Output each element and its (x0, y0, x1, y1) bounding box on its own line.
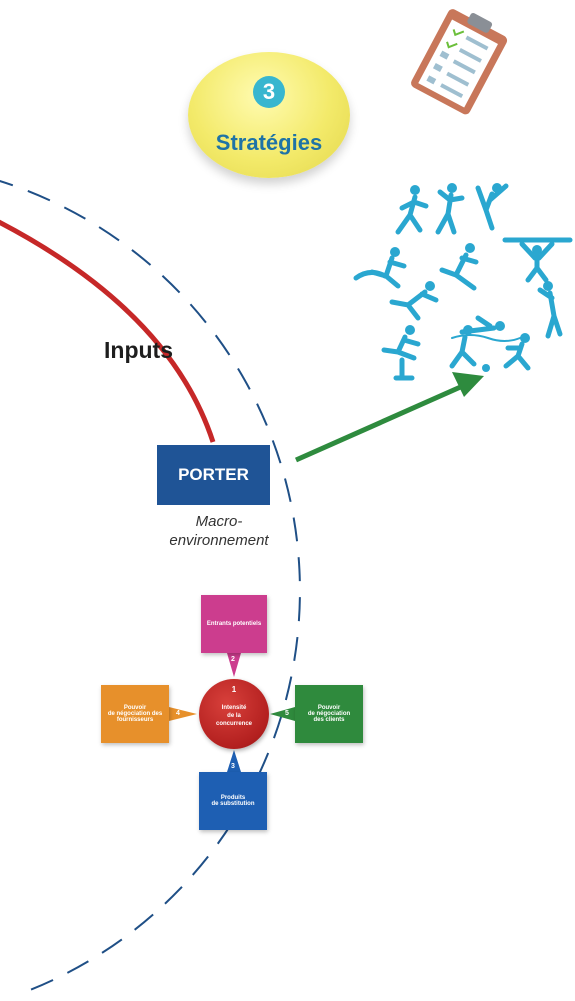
porter-caption-line1: Macro- (195, 513, 243, 530)
force-left-line2: de négociation des (107, 711, 163, 717)
force-center-line1: Intensité (221, 705, 247, 711)
force-intensite-concurrence: 1 Intensité de la concurrence (199, 679, 269, 749)
porter-caption-line2: environnement (169, 532, 269, 549)
force-bottom-line2: de substitution (211, 801, 255, 807)
athletes-illustration (353, 183, 573, 381)
force-bottom-pointer (227, 750, 241, 772)
force-right-line1: Pouvoir (317, 705, 341, 711)
force-left-number: 4 (176, 710, 180, 717)
force-center-number: 1 (231, 685, 237, 694)
green-arrow-head (452, 372, 484, 397)
strategies-badge: 3 Stratégies (188, 52, 350, 178)
force-right-line3: des clients (313, 717, 345, 723)
force-right-pointer (270, 707, 295, 721)
force-left-pointer (169, 707, 197, 721)
strategies-number: 3 (253, 76, 285, 108)
force-top-number: 2 (231, 656, 235, 663)
force-center-line3: concurrence (215, 721, 252, 727)
force-center-line2: de la (227, 713, 241, 719)
force-pouvoir-clients: Pouvoir de négociation des clients (295, 685, 363, 743)
force-left-line1: Pouvoir (123, 705, 147, 711)
inputs-label: Inputs (104, 337, 173, 363)
force-produits-substitution: Produits de substitution (199, 772, 267, 830)
dashed-boundary-arc (0, 180, 301, 991)
clipboard-checklist-icon (411, 9, 508, 115)
force-entrants-potentiels: Entrants potentiels (201, 595, 267, 653)
force-bottom-line1: Produits (220, 795, 246, 801)
force-right-number: 5 (285, 710, 289, 717)
porter-box: PORTER (157, 445, 270, 505)
force-pouvoir-fournisseurs: Pouvoir de négociation des fournisseurs (101, 685, 169, 743)
strategies-label: Stratégies (215, 130, 323, 155)
porter-caption: Macro- environnement (150, 512, 288, 550)
green-arrow-line (294, 382, 467, 463)
force-right-line2: de négociation (307, 711, 351, 717)
force-top-label: Entrants potentiels (206, 621, 262, 627)
force-bottom-number: 3 (231, 763, 235, 770)
force-left-line3: fournisseurs (116, 717, 154, 723)
red-input-curve (0, 219, 216, 443)
force-top-pointer (227, 653, 241, 677)
